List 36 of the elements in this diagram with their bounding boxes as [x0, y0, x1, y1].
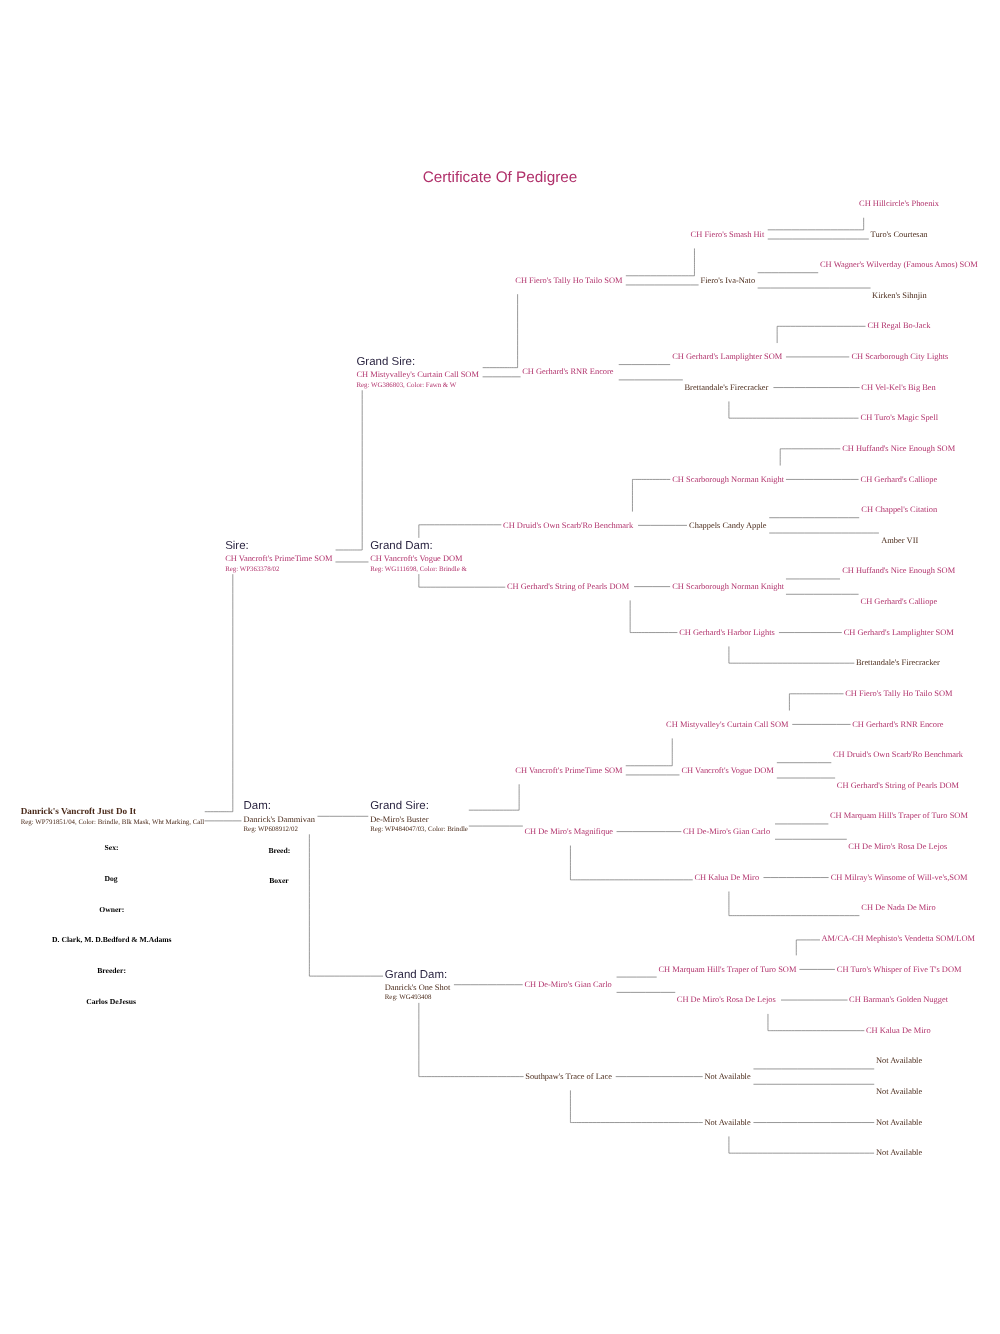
connector	[317, 816, 369, 817]
connector	[637, 525, 688, 526]
connector	[616, 992, 676, 993]
diagram-title: Certificate Of Pedigree	[422, 168, 578, 187]
connector	[796, 939, 821, 956]
connector	[799, 969, 836, 970]
connector	[778, 632, 843, 633]
connector	[418, 1002, 524, 1077]
connector	[776, 762, 832, 763]
connector	[632, 479, 671, 512]
connector	[767, 1013, 865, 1031]
connector	[618, 364, 671, 365]
connector	[757, 272, 819, 274]
connector	[570, 1090, 704, 1123]
connector	[625, 248, 695, 277]
connector	[570, 845, 694, 881]
connector	[763, 877, 829, 878]
connector	[625, 738, 673, 767]
connector	[776, 326, 866, 344]
connector	[767, 217, 864, 231]
connector	[629, 600, 678, 633]
connector	[309, 834, 384, 977]
connector	[753, 1122, 875, 1123]
connector	[773, 387, 860, 388]
connector	[453, 984, 523, 986]
connector	[482, 293, 518, 368]
connector	[779, 448, 841, 466]
connector	[768, 517, 860, 518]
connector	[789, 693, 844, 711]
connector	[615, 1076, 703, 1077]
connector	[791, 724, 851, 725]
connector	[728, 891, 860, 916]
connector	[785, 479, 859, 480]
connector	[204, 573, 234, 812]
connector	[616, 831, 682, 832]
connector	[633, 586, 671, 587]
